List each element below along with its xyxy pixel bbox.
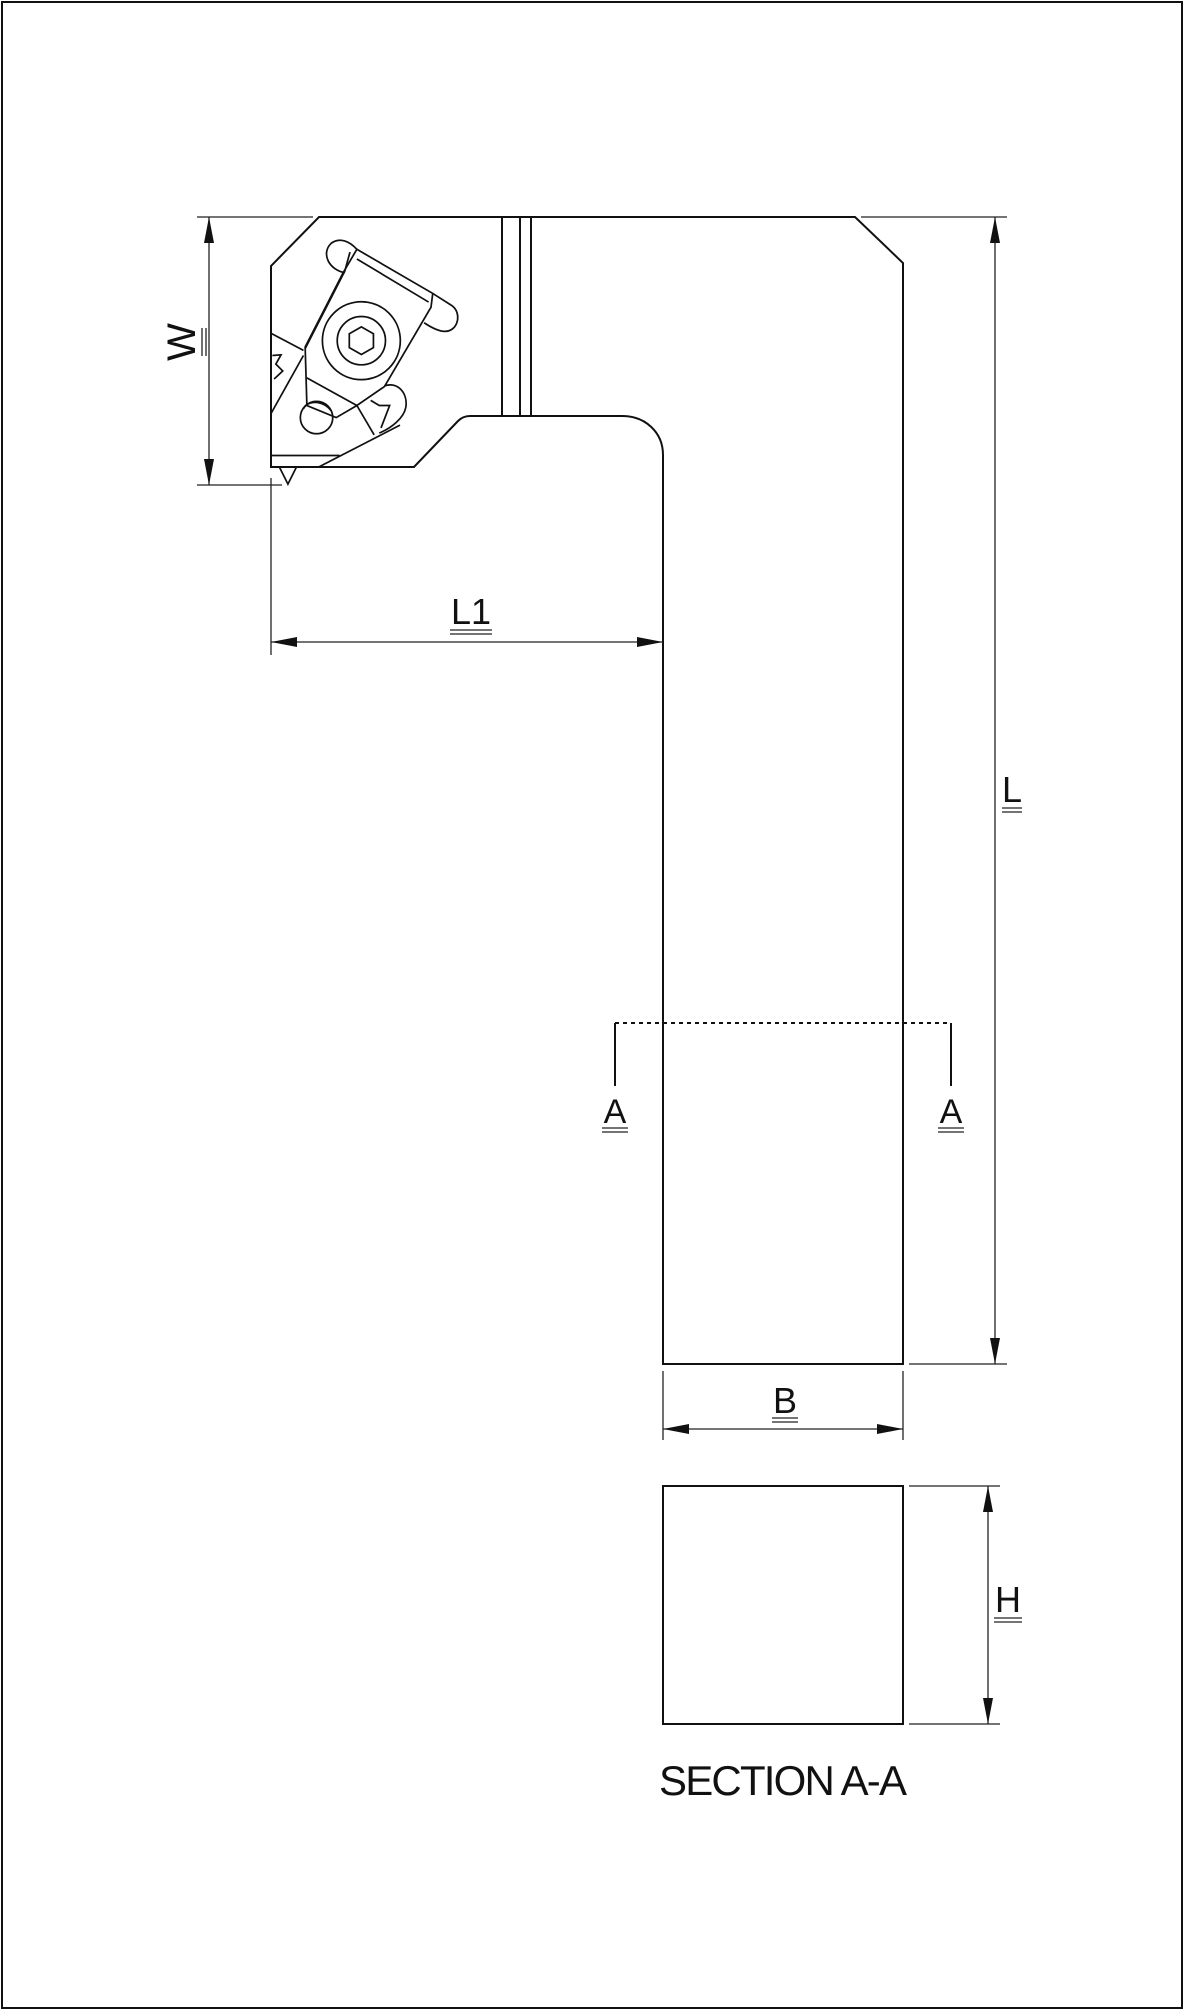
section-label-right: A (940, 1093, 963, 1131)
cutting-tip (278, 466, 298, 487)
pin-hole (299, 400, 334, 435)
section-label-left: A (604, 1093, 627, 1131)
screw-head (321, 300, 402, 381)
clamp-body (304, 248, 434, 419)
section-a-a-profile (662, 1485, 904, 1725)
section-line-a-a: A A (602, 1022, 964, 1133)
hex-socket-icon (348, 325, 375, 356)
label-b: B (773, 1380, 797, 1421)
clamp-lobe-top (325, 239, 358, 274)
label-l1: L1 (451, 591, 491, 632)
clamp-lobe-right (423, 292, 459, 333)
dimension-b: B (662, 1371, 904, 1440)
label-h: H (995, 1579, 1021, 1620)
dimension-w: W (160, 216, 313, 655)
clamp-lobe-bottom (378, 384, 407, 434)
dimension-l: L (861, 216, 1022, 1365)
tool-holder-outline (270, 216, 904, 1365)
label-l: L (1002, 769, 1022, 810)
dimension-l1: L1 (271, 591, 663, 647)
dimension-h: H (909, 1485, 1022, 1725)
groove-lines (501, 217, 532, 416)
label-w: W (160, 323, 204, 361)
section-title: SECTION A-A (659, 1757, 907, 1804)
insert-clamp-assembly (269, 239, 459, 487)
